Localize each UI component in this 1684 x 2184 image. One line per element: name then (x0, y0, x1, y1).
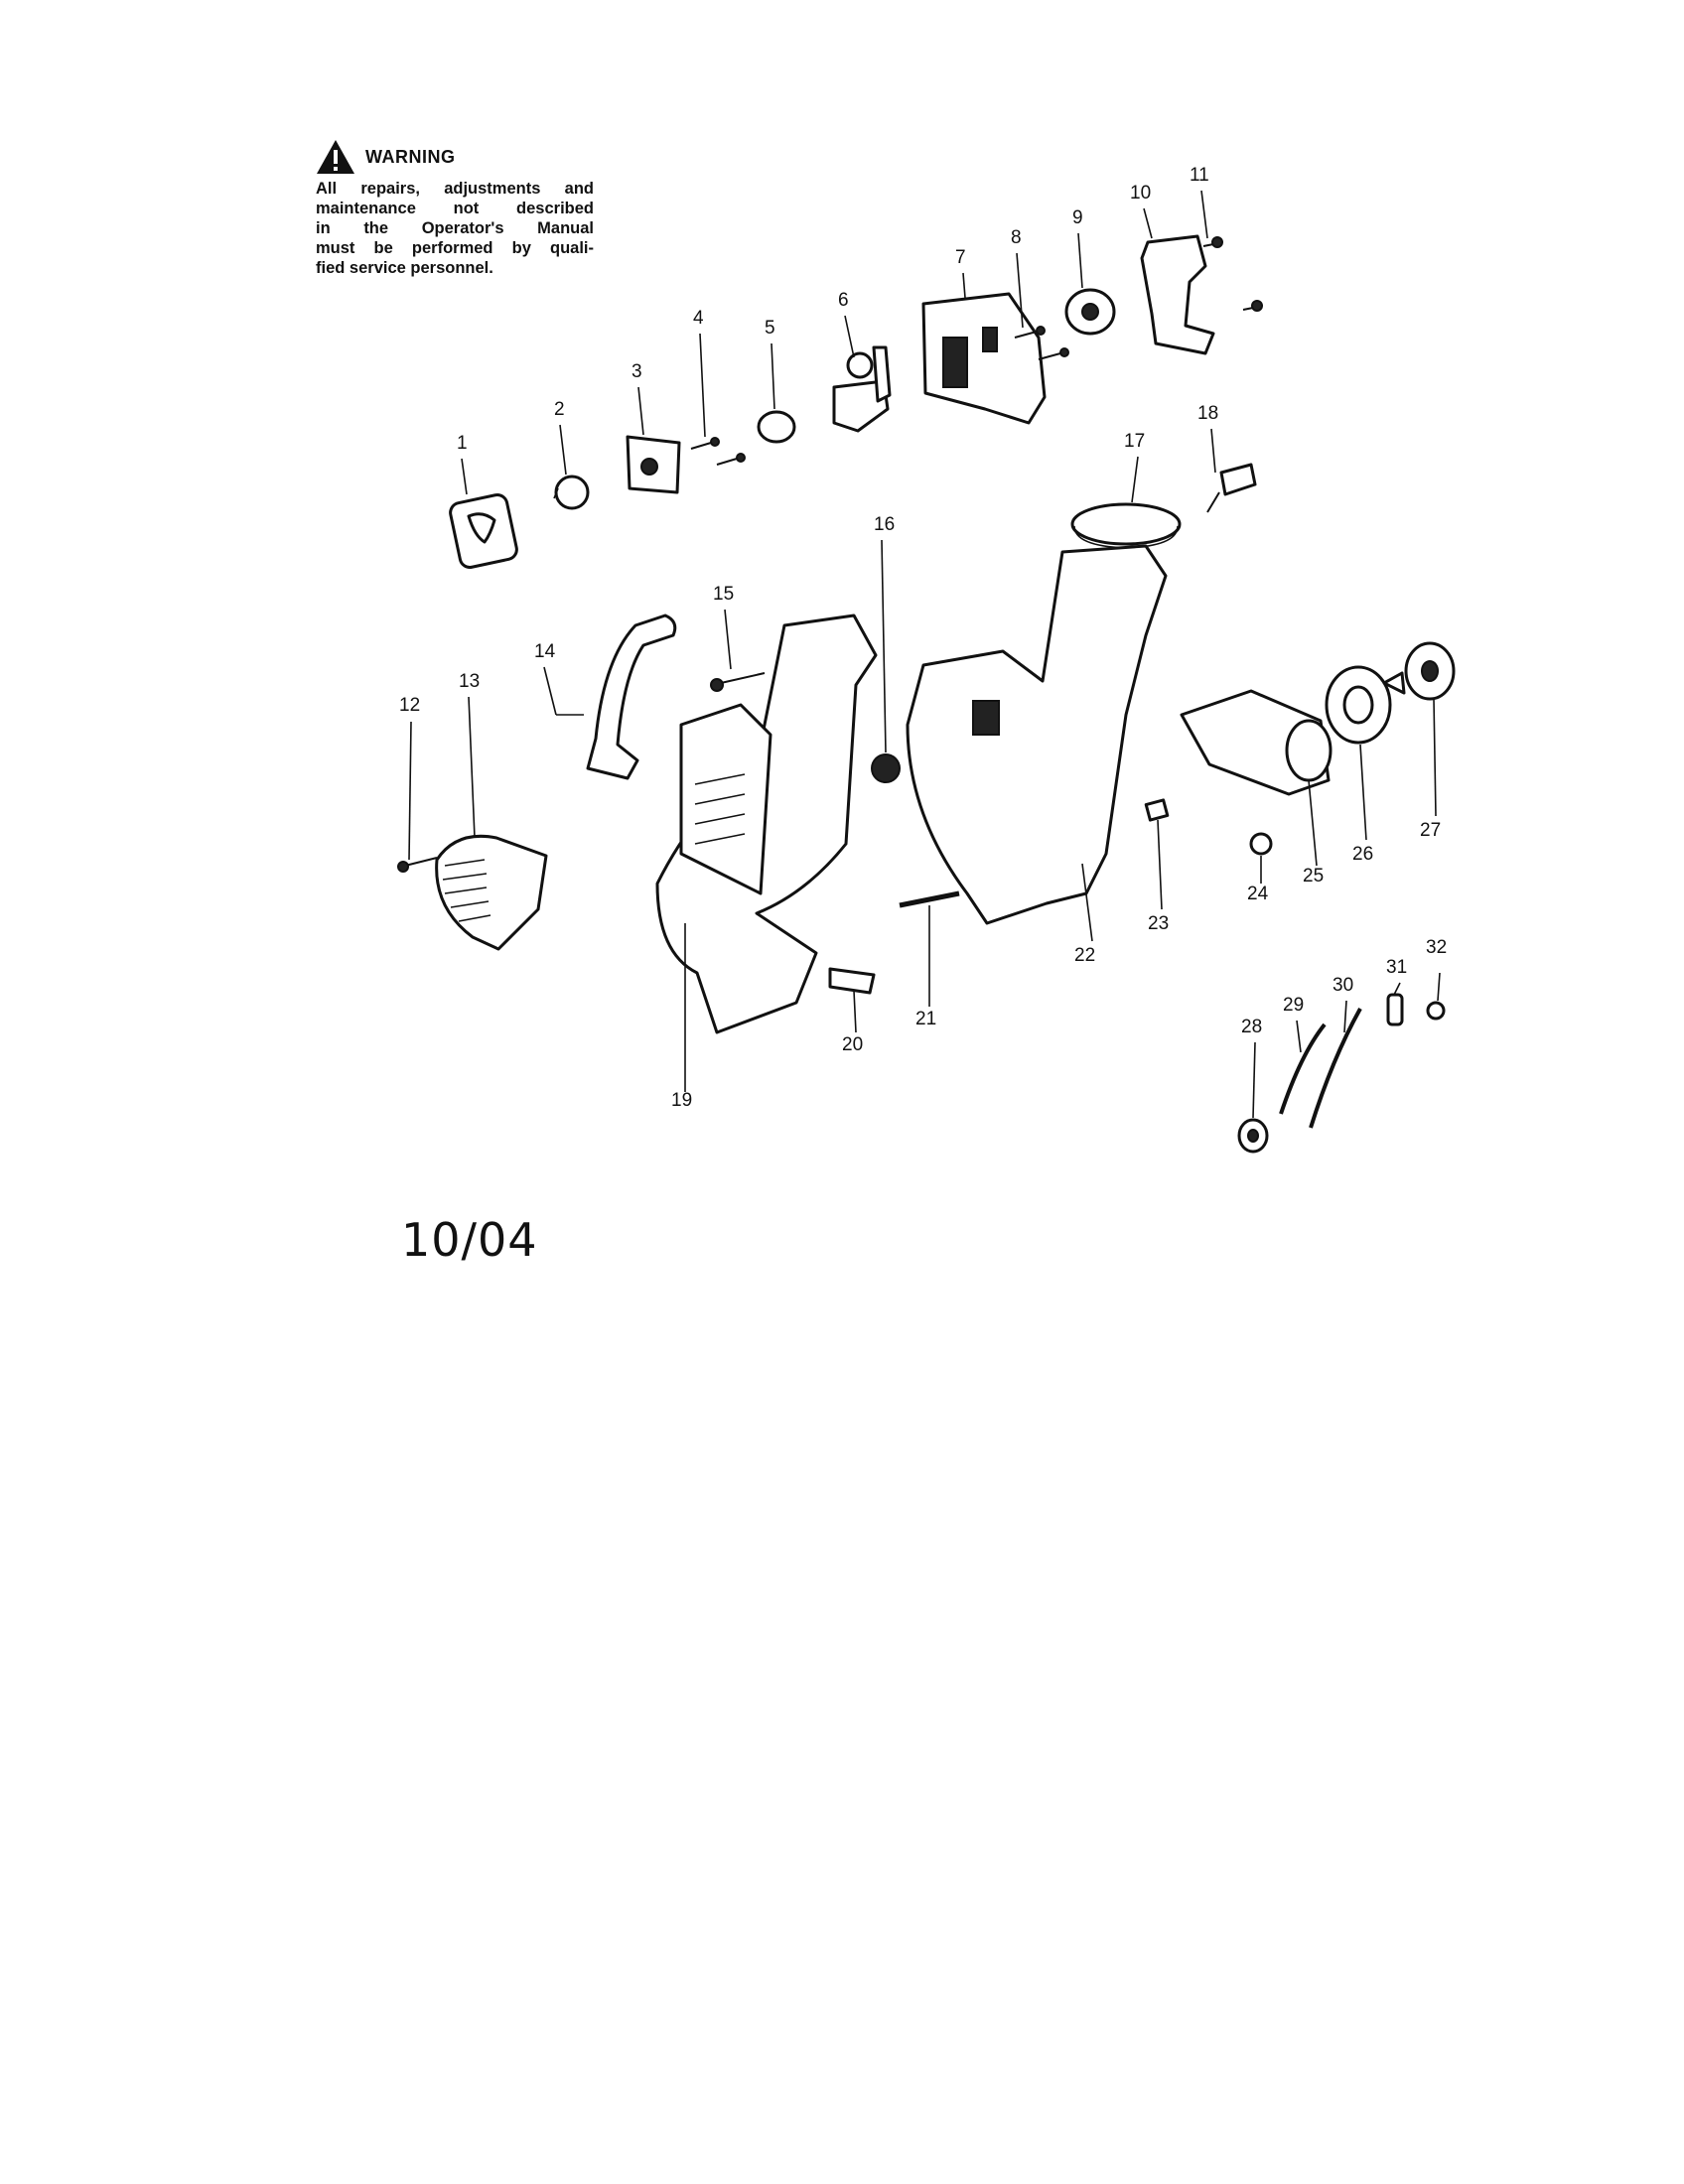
callout-9: 9 (1072, 207, 1083, 228)
exploded-parts-diagram: 1 2 3 4 5 6 7 8 9 10 11 12 13 14 15 16 1… (397, 165, 1456, 1154)
part-4-screws (690, 437, 746, 466)
callout-3: 3 (632, 361, 642, 382)
callout-25: 25 (1303, 866, 1324, 887)
callout-28: 28 (1241, 1017, 1262, 1037)
callout-21: 21 (915, 1009, 936, 1029)
warning-triangle-icon (317, 140, 354, 174)
callout-17: 17 (1124, 431, 1145, 452)
part-14-handle (586, 614, 677, 780)
warning-line: fied service personnel. (316, 259, 493, 277)
part-22-fan-housing (906, 544, 1168, 925)
callout-8: 8 (1011, 227, 1022, 248)
callout-1: 1 (457, 433, 468, 454)
part-5-ring (757, 410, 796, 444)
part-21-pin (899, 890, 960, 908)
callout-18: 18 (1197, 403, 1218, 424)
callout-20: 20 (842, 1034, 863, 1055)
callout-14: 14 (534, 641, 556, 662)
part-15-screw (710, 672, 766, 692)
part-19-blower-housing (655, 614, 878, 1034)
part-24-bushing (1249, 832, 1273, 856)
part-31-fuel-filter (1386, 993, 1404, 1026)
callout-19: 19 (671, 1090, 692, 1111)
callout-27: 27 (1420, 820, 1441, 841)
warning-line: All repairs, adjustments and (316, 180, 594, 198)
part-16-nut (871, 753, 901, 783)
part-28-washer (1237, 1118, 1269, 1154)
date-code: 10/04 (401, 1213, 538, 1267)
part-23-nut (1144, 798, 1170, 822)
part-2-reed (553, 475, 590, 510)
part-10-bracket (1140, 234, 1215, 355)
part-17-clamp (1070, 502, 1182, 549)
callout-26: 26 (1352, 844, 1373, 865)
callout-7: 7 (955, 247, 966, 268)
callout-15: 15 (713, 584, 734, 605)
callout-29: 29 (1283, 995, 1304, 1016)
part-20-clip (828, 967, 876, 995)
part-1-gasket (449, 493, 518, 569)
warning-block: WARNING All repairs, adjustments and mai… (316, 139, 594, 278)
part-26-gasket (1325, 665, 1392, 745)
callout-numbers: 1 2 3 4 5 6 7 8 9 10 11 12 13 14 15 16 1… (399, 165, 1447, 1111)
part-12-screw (397, 857, 438, 873)
callout-11: 11 (1190, 165, 1209, 186)
part-3-adapter (626, 435, 681, 494)
part-27-cap (1382, 641, 1456, 701)
callout-6: 6 (838, 290, 849, 311)
callout-24: 24 (1247, 884, 1269, 904)
callout-10: 10 (1130, 183, 1151, 204)
callout-22: 22 (1074, 945, 1095, 966)
warning-line: maintenance not described (316, 200, 594, 217)
part-9-bushing (1064, 288, 1116, 336)
warning-title: WARNING (365, 146, 456, 167)
part-18-knob (1206, 463, 1257, 513)
callout-23: 23 (1148, 913, 1169, 934)
part-7-cover (921, 292, 1047, 425)
callout-12: 12 (399, 695, 420, 716)
warning-header: WARNING (316, 139, 594, 175)
callout-32: 32 (1426, 937, 1447, 958)
part-30-fuel-line (1309, 1008, 1362, 1129)
part-11-screws (1202, 236, 1263, 312)
leader-lines (408, 190, 1441, 1119)
warning-line: in the Operator's Manual (316, 219, 594, 237)
part-29-fuel-line (1279, 1023, 1327, 1115)
callout-30: 30 (1333, 975, 1353, 996)
callout-5: 5 (765, 318, 775, 339)
part-32-grommet (1426, 1001, 1446, 1021)
callout-16: 16 (874, 514, 895, 535)
callout-13: 13 (459, 671, 480, 692)
callout-31: 31 (1386, 957, 1407, 978)
warning-line: must be performed by quali- (316, 239, 594, 257)
part-6-carburetor (832, 345, 892, 433)
callout-2: 2 (554, 399, 565, 420)
part-25-filter-housing (1180, 689, 1333, 796)
part-13-muffler-guard (435, 834, 548, 951)
part-8-screws (1014, 326, 1069, 360)
callout-4: 4 (693, 308, 704, 329)
